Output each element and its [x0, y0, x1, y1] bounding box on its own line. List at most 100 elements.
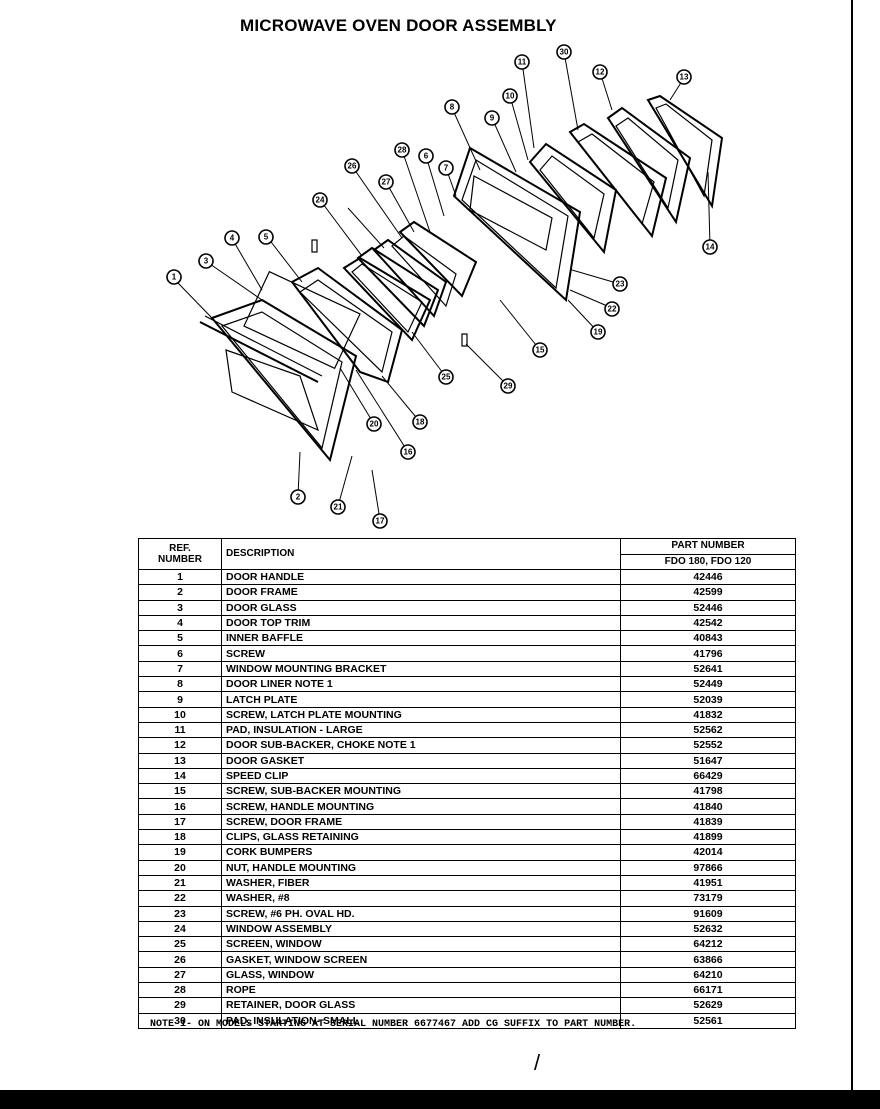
callout-30: 30 [556, 44, 572, 60]
row-ref-number: 3 [138, 599, 222, 616]
svg-text:23: 23 [616, 280, 625, 289]
row-description: SCREW, SUB-BACKER MOUNTING [221, 783, 621, 800]
svg-text:14: 14 [706, 243, 715, 252]
row-part-number: 40843 [620, 630, 796, 647]
row-description: DOOR LINER NOTE 1 [221, 676, 621, 693]
insulation-pad-small-part [461, 333, 468, 347]
row-description: SCREEN, WINDOW [221, 936, 621, 953]
page-title: MICROWAVE OVEN DOOR ASSEMBLY [240, 16, 557, 35]
page-border-right [851, 0, 853, 1092]
row-ref-number: 24 [138, 920, 222, 938]
svg-text:15: 15 [536, 346, 545, 355]
row-part-number: 52562 [620, 721, 796, 739]
row-part-number: 41840 [620, 798, 796, 815]
callout-25: 25 [438, 369, 454, 385]
row-ref-number: 13 [138, 752, 222, 769]
row-ref-number: 28 [138, 982, 222, 999]
row-ref-number: 2 [138, 584, 222, 601]
row-description: PAD, INSULATION - LARGE [221, 721, 621, 739]
svg-text:5: 5 [264, 233, 269, 242]
callout-6: 6 [418, 148, 434, 164]
door-glass-part [290, 266, 404, 384]
callout-27: 27 [378, 174, 394, 190]
callout-24: 24 [312, 192, 328, 208]
door-handle-part [199, 270, 361, 383]
header-ref-number: REF. NUMBER [138, 538, 222, 570]
row-ref-number: 23 [138, 905, 222, 922]
row-ref-number: 21 [138, 874, 222, 892]
callout-9: 9 [484, 110, 500, 126]
row-description: ROPE [221, 982, 621, 999]
row-ref-number: 1 [138, 568, 222, 586]
svg-text:17: 17 [376, 517, 385, 526]
row-part-number: 41832 [620, 706, 796, 723]
door-liner-part [452, 146, 582, 303]
svg-text:24: 24 [316, 196, 325, 205]
row-description: LATCH PLATE [221, 691, 621, 708]
svg-text:2: 2 [296, 493, 301, 502]
svg-text:25: 25 [442, 373, 451, 382]
row-ref-number: 16 [138, 798, 222, 815]
row-ref-number: 17 [138, 813, 222, 831]
row-part-number: 41798 [620, 783, 796, 800]
callout-26: 26 [344, 158, 360, 174]
row-ref-number: 20 [138, 859, 222, 876]
insulation-pad-part [568, 122, 668, 239]
callout-20: 20 [366, 416, 382, 432]
parts-list-table: REF. NUMBER DESCRIPTION PART NUMBER FDO … [138, 538, 796, 1029]
row-description: RETAINER, DOOR GLASS [221, 997, 621, 1014]
callout-2: 2 [290, 489, 306, 505]
door-frame-part [210, 298, 358, 463]
callout-23: 23 [612, 276, 628, 292]
svg-text:11: 11 [518, 58, 527, 67]
svg-text:29: 29 [504, 382, 513, 391]
row-part-number: 52632 [620, 920, 796, 938]
callout-17: 17 [372, 513, 388, 529]
row-part-number: 66171 [620, 982, 796, 999]
row-ref-number: 15 [138, 783, 222, 800]
table-header-row: REF. NUMBER DESCRIPTION PART NUMBER [138, 538, 796, 570]
svg-text:18: 18 [416, 418, 425, 427]
svg-text:1: 1 [172, 273, 177, 282]
choke-part [606, 106, 692, 225]
callout-15: 15 [532, 342, 548, 358]
row-description: DOOR HANDLE [221, 568, 621, 586]
exploded-view-diagram: 1 2 3 4 5 6 7 8 9 10 11 12 13 14 15 16 1… [166, 44, 724, 529]
svg-text:4: 4 [230, 234, 235, 243]
header-description: DESCRIPTION [221, 538, 621, 570]
row-description: DOOR FRAME [221, 584, 621, 601]
row-ref-number: 18 [138, 829, 222, 846]
svg-text:6: 6 [424, 152, 429, 161]
callout-10: 10 [502, 88, 518, 104]
row-part-number: 97866 [620, 859, 796, 876]
row-description: NUT, HANDLE MOUNTING [221, 859, 621, 876]
row-part-number: 73179 [620, 890, 796, 907]
row-description: GLASS, WINDOW [221, 966, 621, 984]
svg-text:7: 7 [444, 164, 449, 173]
row-description: CORK BUMPERS [221, 844, 621, 861]
row-description: SCREW [221, 645, 621, 662]
row-ref-number: 26 [138, 951, 222, 968]
callout-16: 16 [400, 444, 416, 460]
row-description: DOOR TOP TRIM [221, 614, 621, 632]
callout-1: 1 [166, 269, 182, 285]
row-description: DOOR SUB-BACKER, CHOKE NOTE 1 [221, 737, 621, 754]
door-gasket-part [646, 94, 724, 209]
row-part-number: 52449 [620, 676, 796, 693]
row-part-number: 52039 [620, 691, 796, 708]
cork-bumper-part [311, 239, 318, 253]
row-ref-number: 8 [138, 676, 222, 693]
